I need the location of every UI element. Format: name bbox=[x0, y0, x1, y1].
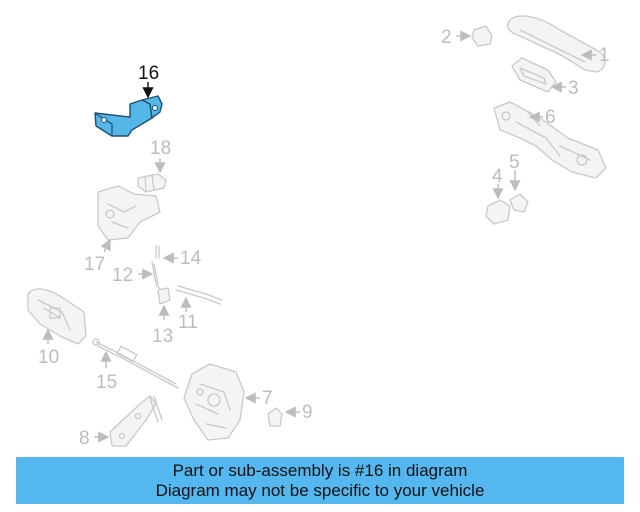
callout-18: 18 bbox=[150, 138, 171, 159]
callout-6: 6 bbox=[545, 107, 556, 128]
part-18-bumper bbox=[137, 173, 167, 193]
part-3-gasket bbox=[511, 57, 557, 93]
callout-5: 5 bbox=[509, 152, 520, 173]
part-13-clip bbox=[157, 287, 171, 305]
callout-3: 3 bbox=[568, 78, 579, 99]
part-11-rod bbox=[175, 285, 223, 305]
part-5-clip bbox=[509, 193, 529, 213]
part-17-housing bbox=[97, 185, 161, 241]
part-8-bracket bbox=[109, 395, 163, 447]
callout-7: 7 bbox=[262, 388, 273, 409]
callout-12: 12 bbox=[112, 265, 133, 286]
leader-17 bbox=[100, 238, 111, 253]
callout-14: 14 bbox=[180, 248, 202, 269]
callout-9: 9 bbox=[302, 402, 313, 423]
callout-4: 4 bbox=[492, 166, 503, 187]
part-2-pad bbox=[471, 25, 493, 47]
part-14-pin bbox=[155, 245, 160, 259]
callout-16[interactable]: 16 bbox=[138, 63, 159, 84]
callout-15: 15 bbox=[96, 372, 117, 393]
part-16-bracket[interactable] bbox=[94, 95, 163, 137]
callout-2: 2 bbox=[441, 27, 452, 48]
part-9-clip bbox=[267, 407, 283, 427]
callout-13: 13 bbox=[152, 326, 173, 347]
callout-1: 1 bbox=[599, 45, 610, 66]
part-10-inside-handle bbox=[27, 288, 87, 345]
banner-line-1: Part or sub-assembly is #16 in diagram bbox=[172, 460, 468, 480]
callout-11: 11 bbox=[178, 312, 198, 333]
callout-10: 10 bbox=[38, 347, 59, 368]
info-banner: Part or sub-assembly is #16 in diagram D… bbox=[16, 457, 624, 504]
banner-line-2: Diagram may not be specific to your vehi… bbox=[155, 480, 485, 500]
part-4-cap bbox=[485, 199, 511, 225]
part-7-latch bbox=[183, 363, 245, 441]
callout-8: 8 bbox=[79, 428, 90, 449]
callout-17: 17 bbox=[84, 254, 105, 275]
parts-diagram: 16 1 2 3 6 5 4 18 bbox=[27, 15, 610, 449]
